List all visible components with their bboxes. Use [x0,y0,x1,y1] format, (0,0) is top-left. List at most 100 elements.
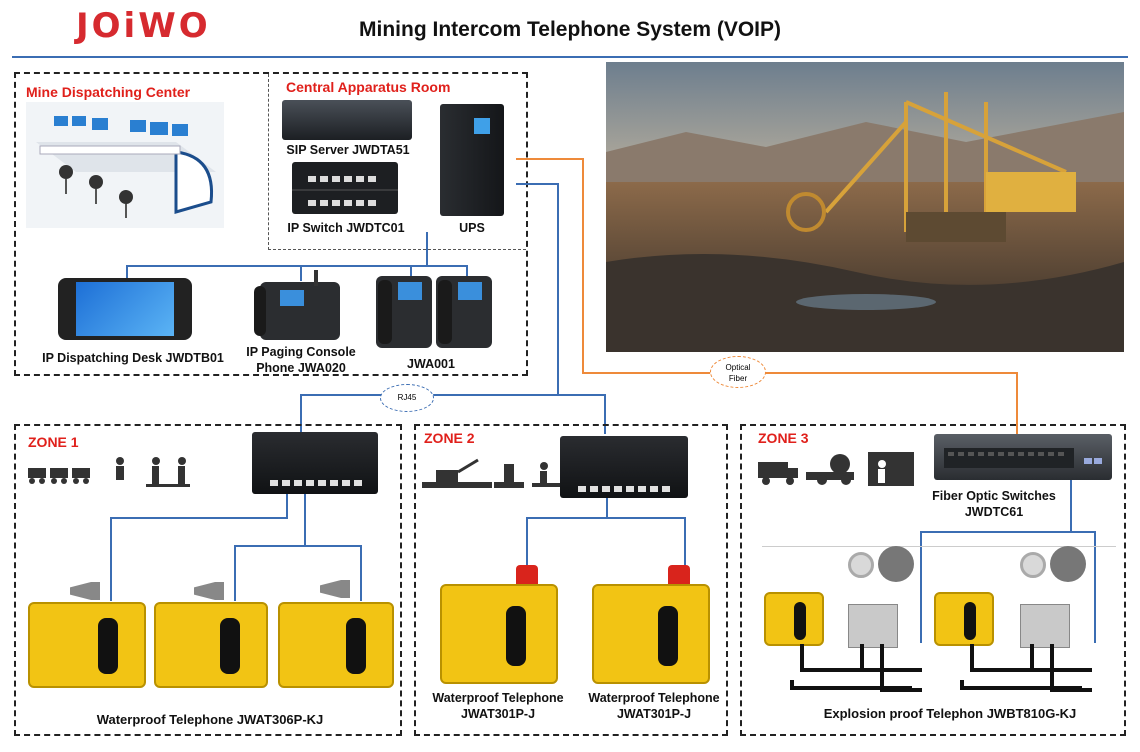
zone3-divider [762,546,1116,547]
header-divider [12,56,1128,58]
zone1-horn-2 [194,582,224,600]
zone1-box [14,424,402,736]
zone2-phone-2 [592,584,710,684]
zone3-phone2-drop [1094,531,1096,643]
zone1-phone-2 [154,602,268,688]
excavator-icons [422,456,562,488]
zone3-caption: Explosion proof Telephon JWBT810G-KJ [823,706,1077,721]
zone3-speaker-2 [1050,546,1086,582]
backbone-from-ups [516,183,558,185]
ip-switch-label: IP Switch JWDTC01 [287,221,405,235]
ups-device [440,104,504,216]
zone3-phone1-drop [920,531,922,643]
rj45-connector-label: RJ45 [380,384,434,412]
zone3-junction-box-2 [1020,604,1070,648]
zone1-horn-1 [70,582,100,600]
zone2-phone2-drop [684,517,686,565]
central-apparatus-box [268,74,526,250]
central-room-title: Central Apparatus Room [286,79,451,95]
bus-drop-jwa001-b [466,265,468,277]
zone2-switch-drop [606,498,608,518]
mining-site-photo [606,62,1124,352]
zone1-switch [252,432,378,494]
zone1-phone-1 [28,602,146,688]
zone2-caption1-line1: Waterproof Telephone [432,691,564,705]
zone1-phone1-drop [110,517,112,601]
mine-cart-icons [26,462,96,486]
zone3-phone-2 [934,592,994,646]
sip-server-label: SIP Server JWDTA51 [286,143,410,157]
zone1-drop-b [304,494,306,546]
fiber-optic-switch [934,434,1112,480]
jwa001-phone-2 [436,276,492,348]
bus-drop-paging [300,265,302,281]
terminals-bus-line [126,265,466,267]
ip-switch-device [292,162,398,214]
zone3-junction-box-1 [848,604,898,648]
jwa001-phone-1 [376,276,432,348]
zone2-link [526,517,686,519]
zone1-phone2-drop [234,545,236,601]
zone1-phone-3 [278,602,394,688]
dispatch-desk-label: IP Dispatching Desk JWDTB01 [42,351,224,365]
bus-drop-desk [126,265,128,281]
jwa001-label: JWA001 [407,357,455,371]
bus-drop-jwa001-a [410,265,412,277]
fiber-text: Fiber [728,374,748,383]
joiwo-logo: JOiWO [76,6,211,46]
paging-console-label-1: IP Paging Console [246,345,356,359]
fiber-switch-label-1: Fiber Optic Switches [932,489,1056,503]
zone2-switch [560,436,688,498]
zone2-title: ZONE 2 [424,430,475,446]
paging-console-label-2: Phone JWA020 [256,361,346,375]
switch-to-terminals-line [426,232,428,266]
zone1-link-2 [234,545,362,547]
zone1-caption: Waterproof Telephone JWAT306P-KJ [96,712,324,727]
dispatch-area-box [14,72,528,376]
zone3-cables [772,640,1112,700]
zone1-drop [300,394,302,434]
zone2-drop [604,394,606,434]
zone1-phone3-drop [360,545,362,601]
zone3-lamp-1 [848,552,874,578]
page-title: Mining Intercom Telephone System (VOIP) [359,18,781,41]
fiber-to-zone3 [1016,372,1018,440]
zone3-link [920,531,1096,533]
zone2-phone-1 [440,584,558,684]
paging-console-device [254,282,340,340]
optical-text: Optical [725,363,751,372]
zone3-box [740,424,1126,736]
fiber-horizontal [582,372,1018,374]
zone2-beacon-2 [668,565,690,585]
paging-microphone [314,270,318,286]
zone2-beacon-1 [516,565,538,585]
sip-server-device [282,100,412,140]
fiber-from-ups [516,158,582,160]
ups-label: UPS [459,221,485,235]
zone2-caption1-line2: JWAT301P-J [460,707,536,721]
zone3-phone-1 [764,592,824,646]
zone-bus-line [300,394,606,396]
zone1-drop-a [286,494,288,518]
zone2-box [414,424,728,736]
optical-fiber-connector-label: Optical Fiber [710,356,766,388]
dispatch-center-title: Mine Dispatching Center [26,84,191,100]
zone1-link-1 [110,517,288,519]
zone3-title: ZONE 3 [758,430,809,446]
dispatch-console-image [26,102,224,228]
zone2-caption2-line1: Waterproof Telephone [588,691,720,705]
zone1-horn-3 [320,580,350,598]
worker-icons [106,456,190,488]
zone3-switch-drop [1070,480,1072,532]
zone3-speaker-1 [878,546,914,582]
truck-loader-icons [756,450,916,490]
fiber-switch-label-2: JWDTC61 [964,505,1024,519]
zone2-phone1-drop [526,517,528,565]
fiber-vertical [582,158,584,373]
zone1-title: ZONE 1 [28,434,79,450]
zone2-caption2-line2: JWAT301P-J [616,707,692,721]
rj45-text: RJ45 [397,393,417,402]
backbone-vertical [557,183,559,395]
zone3-lamp-2 [1020,552,1046,578]
dispatch-desk-device [58,278,192,340]
